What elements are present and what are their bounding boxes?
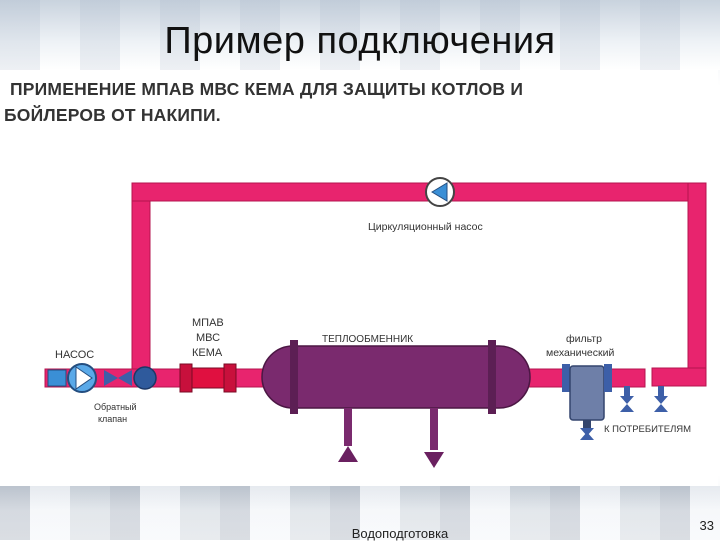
mpav-device: [179, 363, 237, 393]
pipe-left-riser: [131, 182, 151, 376]
mpav-flange-right: [223, 363, 237, 393]
check-valve-label-2: клапан: [98, 414, 127, 424]
filter-flange-left: [562, 364, 570, 392]
mpav-body: [191, 367, 225, 389]
pump-inlet: [47, 369, 67, 387]
heat-exchanger: [261, 340, 531, 468]
title-band: [0, 0, 720, 70]
footer-band: [0, 486, 720, 540]
consumer-stub-1: [624, 386, 630, 396]
pump-label: НАСОС: [55, 349, 94, 361]
pipe-top: [131, 182, 707, 202]
circulation-pump: [425, 177, 455, 207]
filter-label-2: механический: [546, 347, 614, 359]
consumer-valve-1-icon-b: [620, 404, 634, 412]
consumer-valves: [620, 386, 668, 412]
check-valve-body: [133, 366, 157, 390]
arrow-down-icon: [424, 452, 444, 468]
check-valve-left-icon: [104, 370, 118, 386]
heat-exchanger-flange-left: [290, 340, 298, 414]
check-valve-right-icon: [118, 370, 132, 386]
slide-title: Пример подключения: [164, 20, 556, 62]
heading-line-2: БОЙЛЕРОВ ОТ НАКИПИ.: [4, 105, 221, 125]
page-number: 33: [699, 518, 714, 533]
heat-exchanger-flange-right: [488, 340, 496, 414]
consumer-stub-2: [658, 386, 664, 396]
heat-exchanger-shell: [261, 345, 531, 409]
filter-drain-valve-icon-2: [580, 432, 594, 440]
consumer-valve-2-icon-b: [654, 404, 668, 412]
footer-text: Водоподготовка: [351, 526, 449, 541]
heat-exchanger-pipe-in: [344, 408, 352, 446]
filter-drain-pipe: [583, 420, 591, 428]
filter-body: [569, 365, 605, 421]
heading-line-1: ПРИМЕНЕНИЕ МПАВ МВС КЕМА ДЛЯ ЗАЩИТЫ КОТЛ…: [10, 79, 524, 99]
arrow-up-icon: [338, 446, 358, 462]
pipe-right-return: [651, 367, 707, 387]
mpav-label-3: КЕМА: [192, 347, 223, 359]
consumer-valve-1-icon: [620, 396, 634, 404]
to-consumers-label: К ПОТРЕБИТЕЛЯМ: [604, 424, 691, 435]
check-valve-label-1: Обратный: [94, 402, 137, 412]
heat-exchanger-label: ТЕПЛООБМЕННИК: [322, 334, 413, 345]
circulation-pump-label: Циркуляционный насос: [368, 221, 483, 233]
mpav-flange-left: [179, 363, 193, 393]
pump-arrow-icon: [431, 182, 448, 202]
filter-label-1: фильтр: [566, 333, 602, 345]
pump: [47, 363, 97, 393]
consumer-valve-2-icon: [654, 396, 668, 404]
check-valve: [104, 366, 157, 390]
diagram-heading: ПРИМЕНЕНИЕ МПАВ МВС КЕМА ДЛЯ ЗАЩИТЫ КОТЛ…: [4, 76, 710, 128]
mpav-label-2: МВС: [196, 332, 220, 344]
mpav-label-1: МПАВ: [192, 317, 224, 329]
mechanical-filter: [562, 364, 612, 440]
pump-arrow-icon: [75, 366, 93, 390]
pipe-right-riser: [687, 182, 707, 386]
heat-exchanger-pipe-out: [430, 408, 438, 450]
filter-flange-right: [604, 364, 612, 392]
